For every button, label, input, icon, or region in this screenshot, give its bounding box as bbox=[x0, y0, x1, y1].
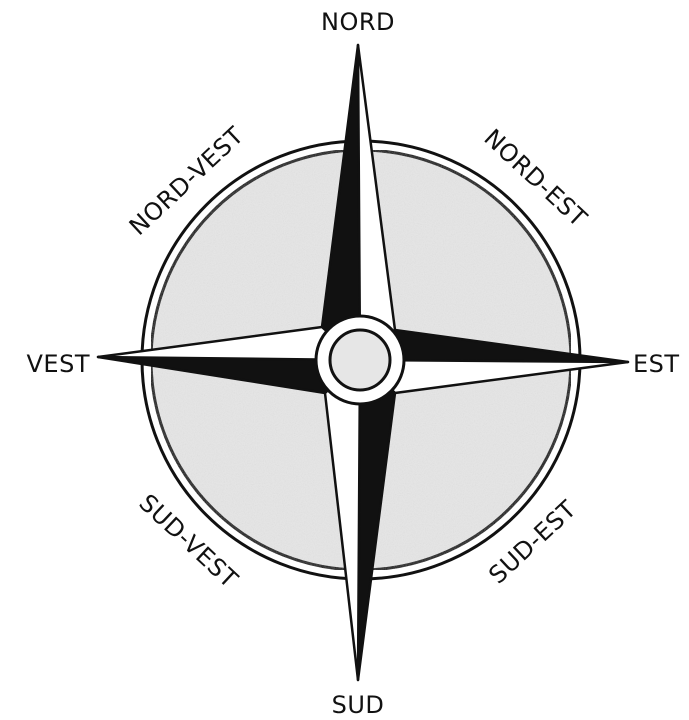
label-south: SUD bbox=[332, 691, 385, 719]
label-west: VEST bbox=[27, 350, 90, 378]
center-hub-inner bbox=[330, 330, 390, 390]
label-north: NORD bbox=[321, 8, 395, 36]
label-east: EST bbox=[633, 350, 680, 378]
